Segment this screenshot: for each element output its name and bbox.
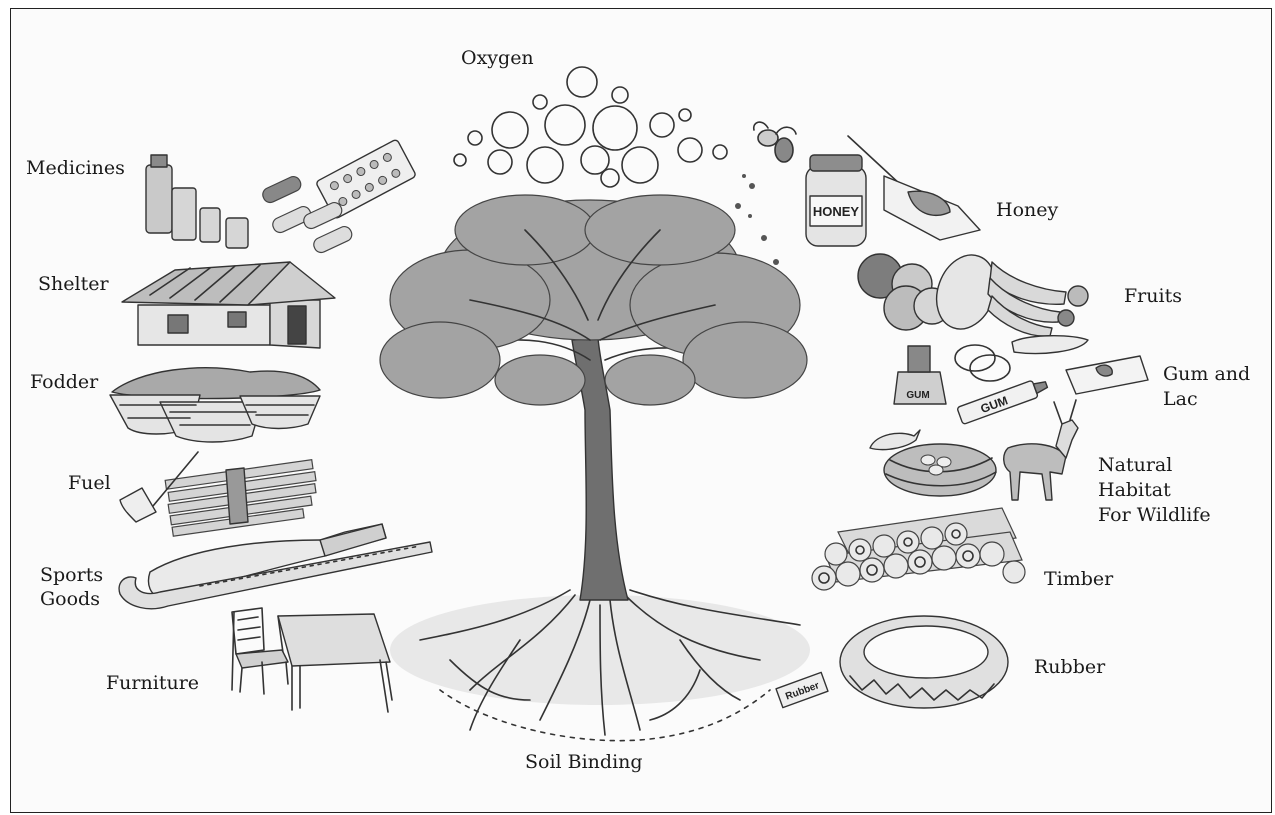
label-natural-habitat-line1: Natural [1098, 453, 1172, 478]
label-natural-habitat-line2: Habitat [1098, 478, 1171, 503]
tree-icon [380, 195, 810, 741]
label-natural-habitat-line3: For Wildlife [1098, 503, 1211, 528]
tree-roots-icon [390, 590, 810, 741]
label-medicines: Medicines [26, 156, 125, 181]
label-fuel: Fuel [68, 471, 111, 496]
chair-and-table-icon [232, 608, 392, 712]
axe-and-firewood-icon [120, 452, 316, 536]
bat-and-hockey-stick-icon [119, 524, 432, 609]
label-shelter: Shelter [38, 272, 109, 297]
label-oxygen: Oxygen [461, 46, 534, 71]
label-gum-and-lac-line2: Lac [1163, 387, 1198, 412]
tyre-icon: Rubber [776, 616, 1008, 708]
log-pile-icon [812, 508, 1025, 590]
hut-icon [122, 262, 335, 348]
oxygen-bubbles-icon [454, 67, 727, 187]
label-rubber: Rubber [1034, 655, 1105, 680]
label-honey: Honey [996, 198, 1058, 223]
label-gum-and-lac-line1: Gum and [1163, 362, 1250, 387]
gum-and-lac-icon: GUM GUM [894, 336, 1148, 425]
gum-bottle-text: GUM [906, 390, 929, 401]
label-fruits: Fruits [1124, 284, 1182, 309]
label-soil-binding: Soil Binding [525, 750, 643, 775]
fodder-baskets-icon [110, 368, 320, 442]
honey-jar-and-bee-icon: HONEY [735, 122, 980, 265]
label-fodder: Fodder [30, 370, 98, 395]
label-timber: Timber [1044, 567, 1113, 592]
honey-jar-text: HONEY [813, 204, 860, 219]
label-sports-goods-line1: Sports [40, 563, 103, 588]
fruits-icon [858, 247, 1088, 338]
label-furniture: Furniture [106, 671, 199, 696]
label-sports-goods-line2: Goods [40, 587, 100, 612]
medicine-bottles-and-pills-icon [146, 139, 416, 255]
